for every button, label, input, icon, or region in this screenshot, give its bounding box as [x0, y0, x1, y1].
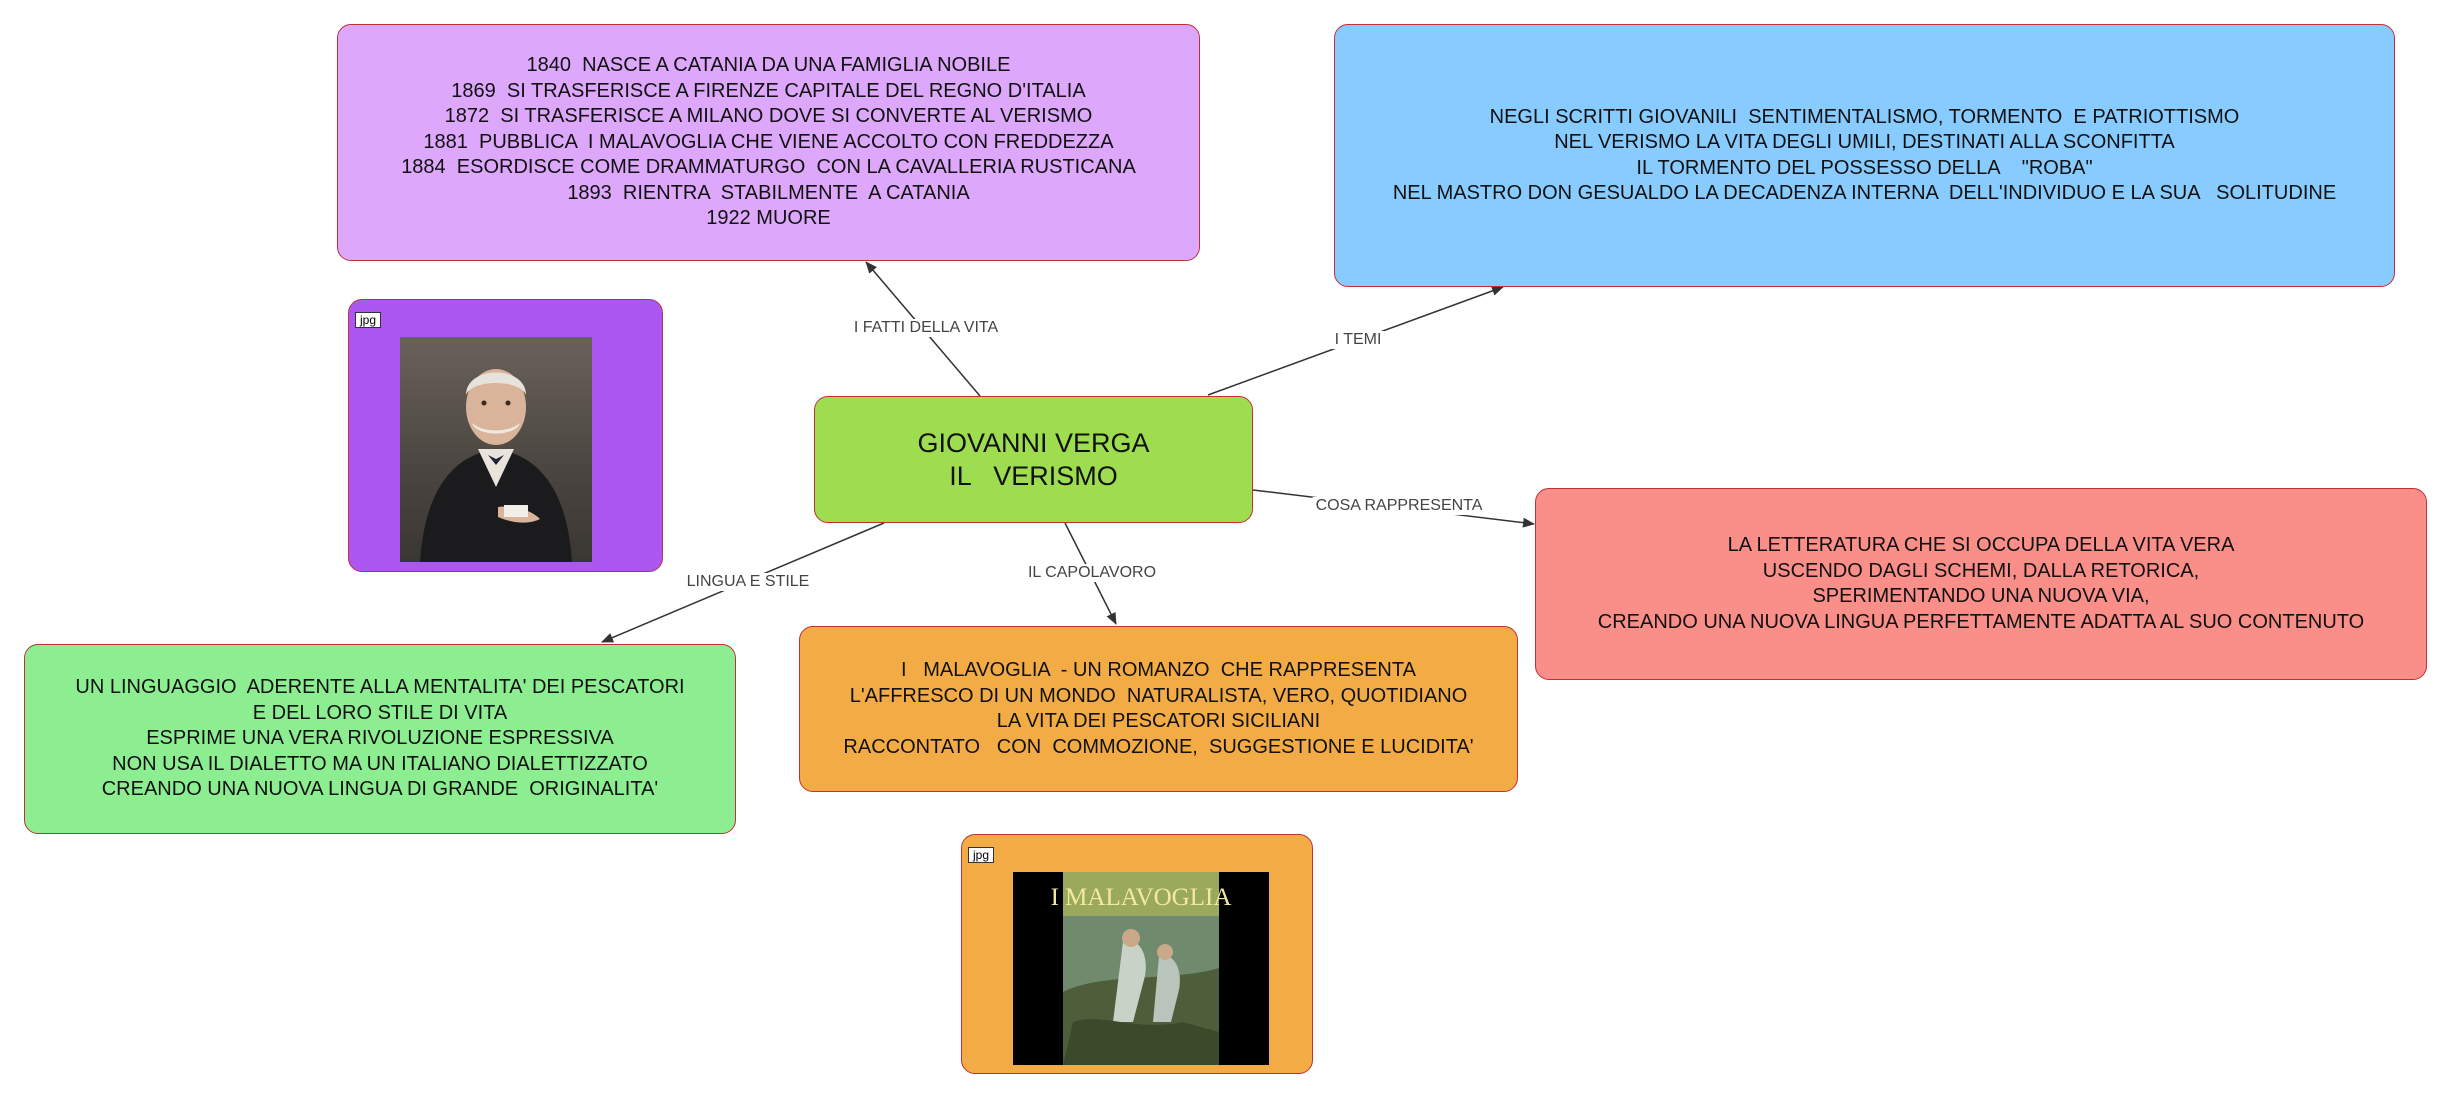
portrait-illustration	[420, 369, 572, 562]
node-themes-text: NEGLI SCRITTI GIOVANILI SENTIMENTALISMO,…	[1392, 105, 2337, 205]
portrait-image	[400, 337, 592, 562]
link-label-themes: I TEMI	[1331, 331, 1385, 349]
image-type-tag: jpg	[355, 312, 382, 328]
book-cover-image-node[interactable]: jpg I MALAVOGLIA	[961, 834, 1313, 1074]
link-label-represents: COSA RAPPRESENTA	[1312, 497, 1486, 515]
node-language-style[interactable]: UN LINGUAGGIO ADERENTE ALLA MENTALITA' D…	[24, 644, 736, 834]
node-life-facts-text: 1840 NASCE A CATANIA DA UNA FAMIGLIA NOB…	[401, 54, 1136, 230]
node-what-it-represents[interactable]: LA LETTERATURA CHE SI OCCUPA DELLA VITA …	[1535, 488, 2427, 680]
node-central-topic[interactable]: GIOVANNI VERGA IL VERISMO	[814, 396, 1253, 523]
node-themes[interactable]: NEGLI SCRITTI GIOVANILI SENTIMENTALISMO,…	[1334, 24, 2395, 287]
portrait-image-node[interactable]: jpg	[348, 299, 663, 572]
link-label-masterpiece: IL CAPOLAVORO	[1024, 564, 1160, 582]
link-label-life: I FATTI DELLA VITA	[850, 319, 1002, 337]
book-cover-illustration: I MALAVOGLIA	[1051, 872, 1232, 1065]
node-masterpiece-text: I MALAVOGLIA - UN ROMANZO CHE RAPPRESENT…	[843, 659, 1474, 758]
book-cover-title: I MALAVOGLIA	[1051, 884, 1232, 911]
node-what-it-represents-text: LA LETTERATURA CHE SI OCCUPA DELLA VITA …	[1597, 534, 2365, 633]
book-cover-image: I MALAVOGLIA	[1013, 872, 1269, 1065]
node-life-facts[interactable]: 1840 NASCE A CATANIA DA UNA FAMIGLIA NOB…	[337, 24, 1200, 261]
link-label-language: LINGUA E STILE	[683, 573, 813, 591]
node-central-topic-text: GIOVANNI VERGA IL VERISMO	[917, 427, 1150, 491]
node-language-style-text: UN LINGUAGGIO ADERENTE ALLA MENTALITA' D…	[75, 676, 685, 801]
image-type-tag: jpg	[968, 847, 995, 863]
node-masterpiece[interactable]: I MALAVOGLIA - UN ROMANZO CHE RAPPRESENT…	[799, 626, 1518, 792]
